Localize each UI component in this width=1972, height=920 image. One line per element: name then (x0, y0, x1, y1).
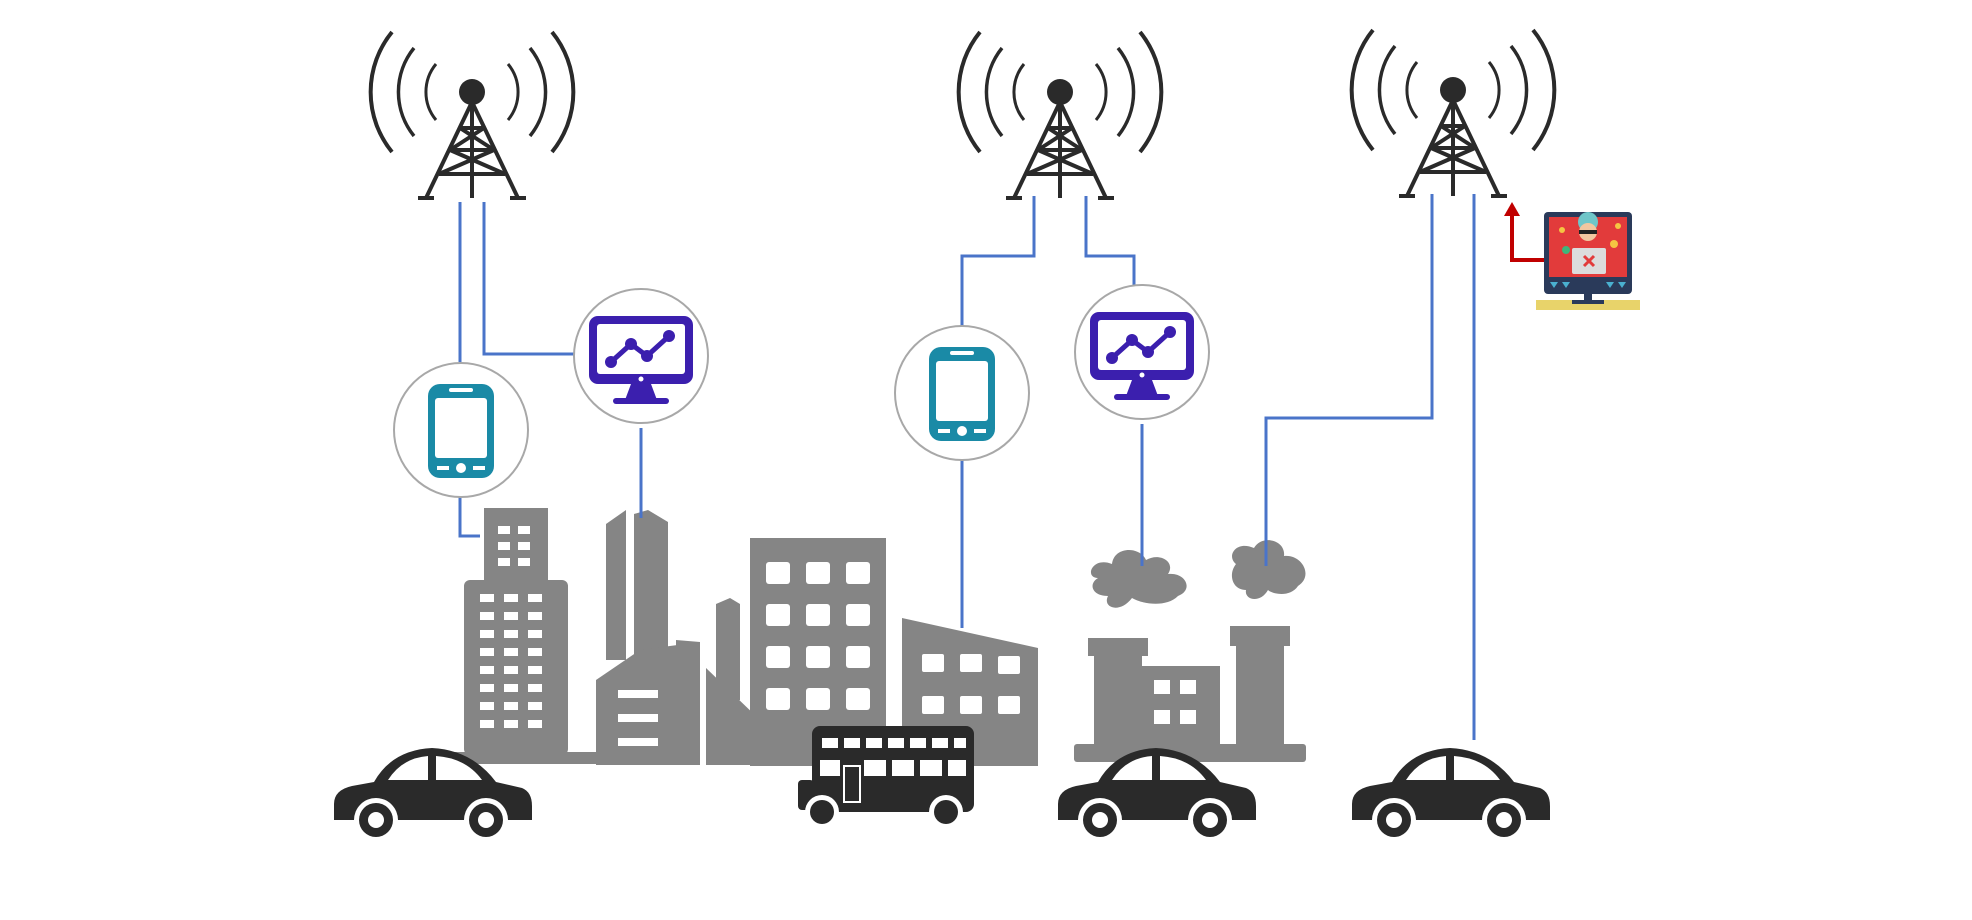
radio-tower-icon (1349, 28, 1557, 198)
link-phone1-building (458, 496, 480, 538)
modern-building (596, 510, 760, 765)
car-icon (1058, 748, 1256, 842)
car-icon (1352, 748, 1550, 842)
network-links (458, 194, 1476, 740)
monitor-chart-icon (574, 289, 708, 423)
radio-tower-icon (368, 30, 576, 200)
link-tower2-monitor (1084, 196, 1136, 286)
office-tower-building (420, 508, 612, 764)
smartphone-icon (894, 325, 1030, 461)
double-decker-bus-icon (798, 726, 976, 829)
hacker-attack-icon (1504, 202, 1640, 310)
attack-arrow-icon (1510, 212, 1546, 262)
link-tower1-monitor (482, 202, 576, 356)
factory-icon (1074, 540, 1306, 762)
monitor-chart-icon (1075, 285, 1209, 419)
smartphone-icon (393, 362, 529, 498)
link-tower2-phone (960, 196, 1036, 326)
link-tower3-factory (1264, 194, 1434, 566)
radio-tower-icon (956, 30, 1164, 200)
